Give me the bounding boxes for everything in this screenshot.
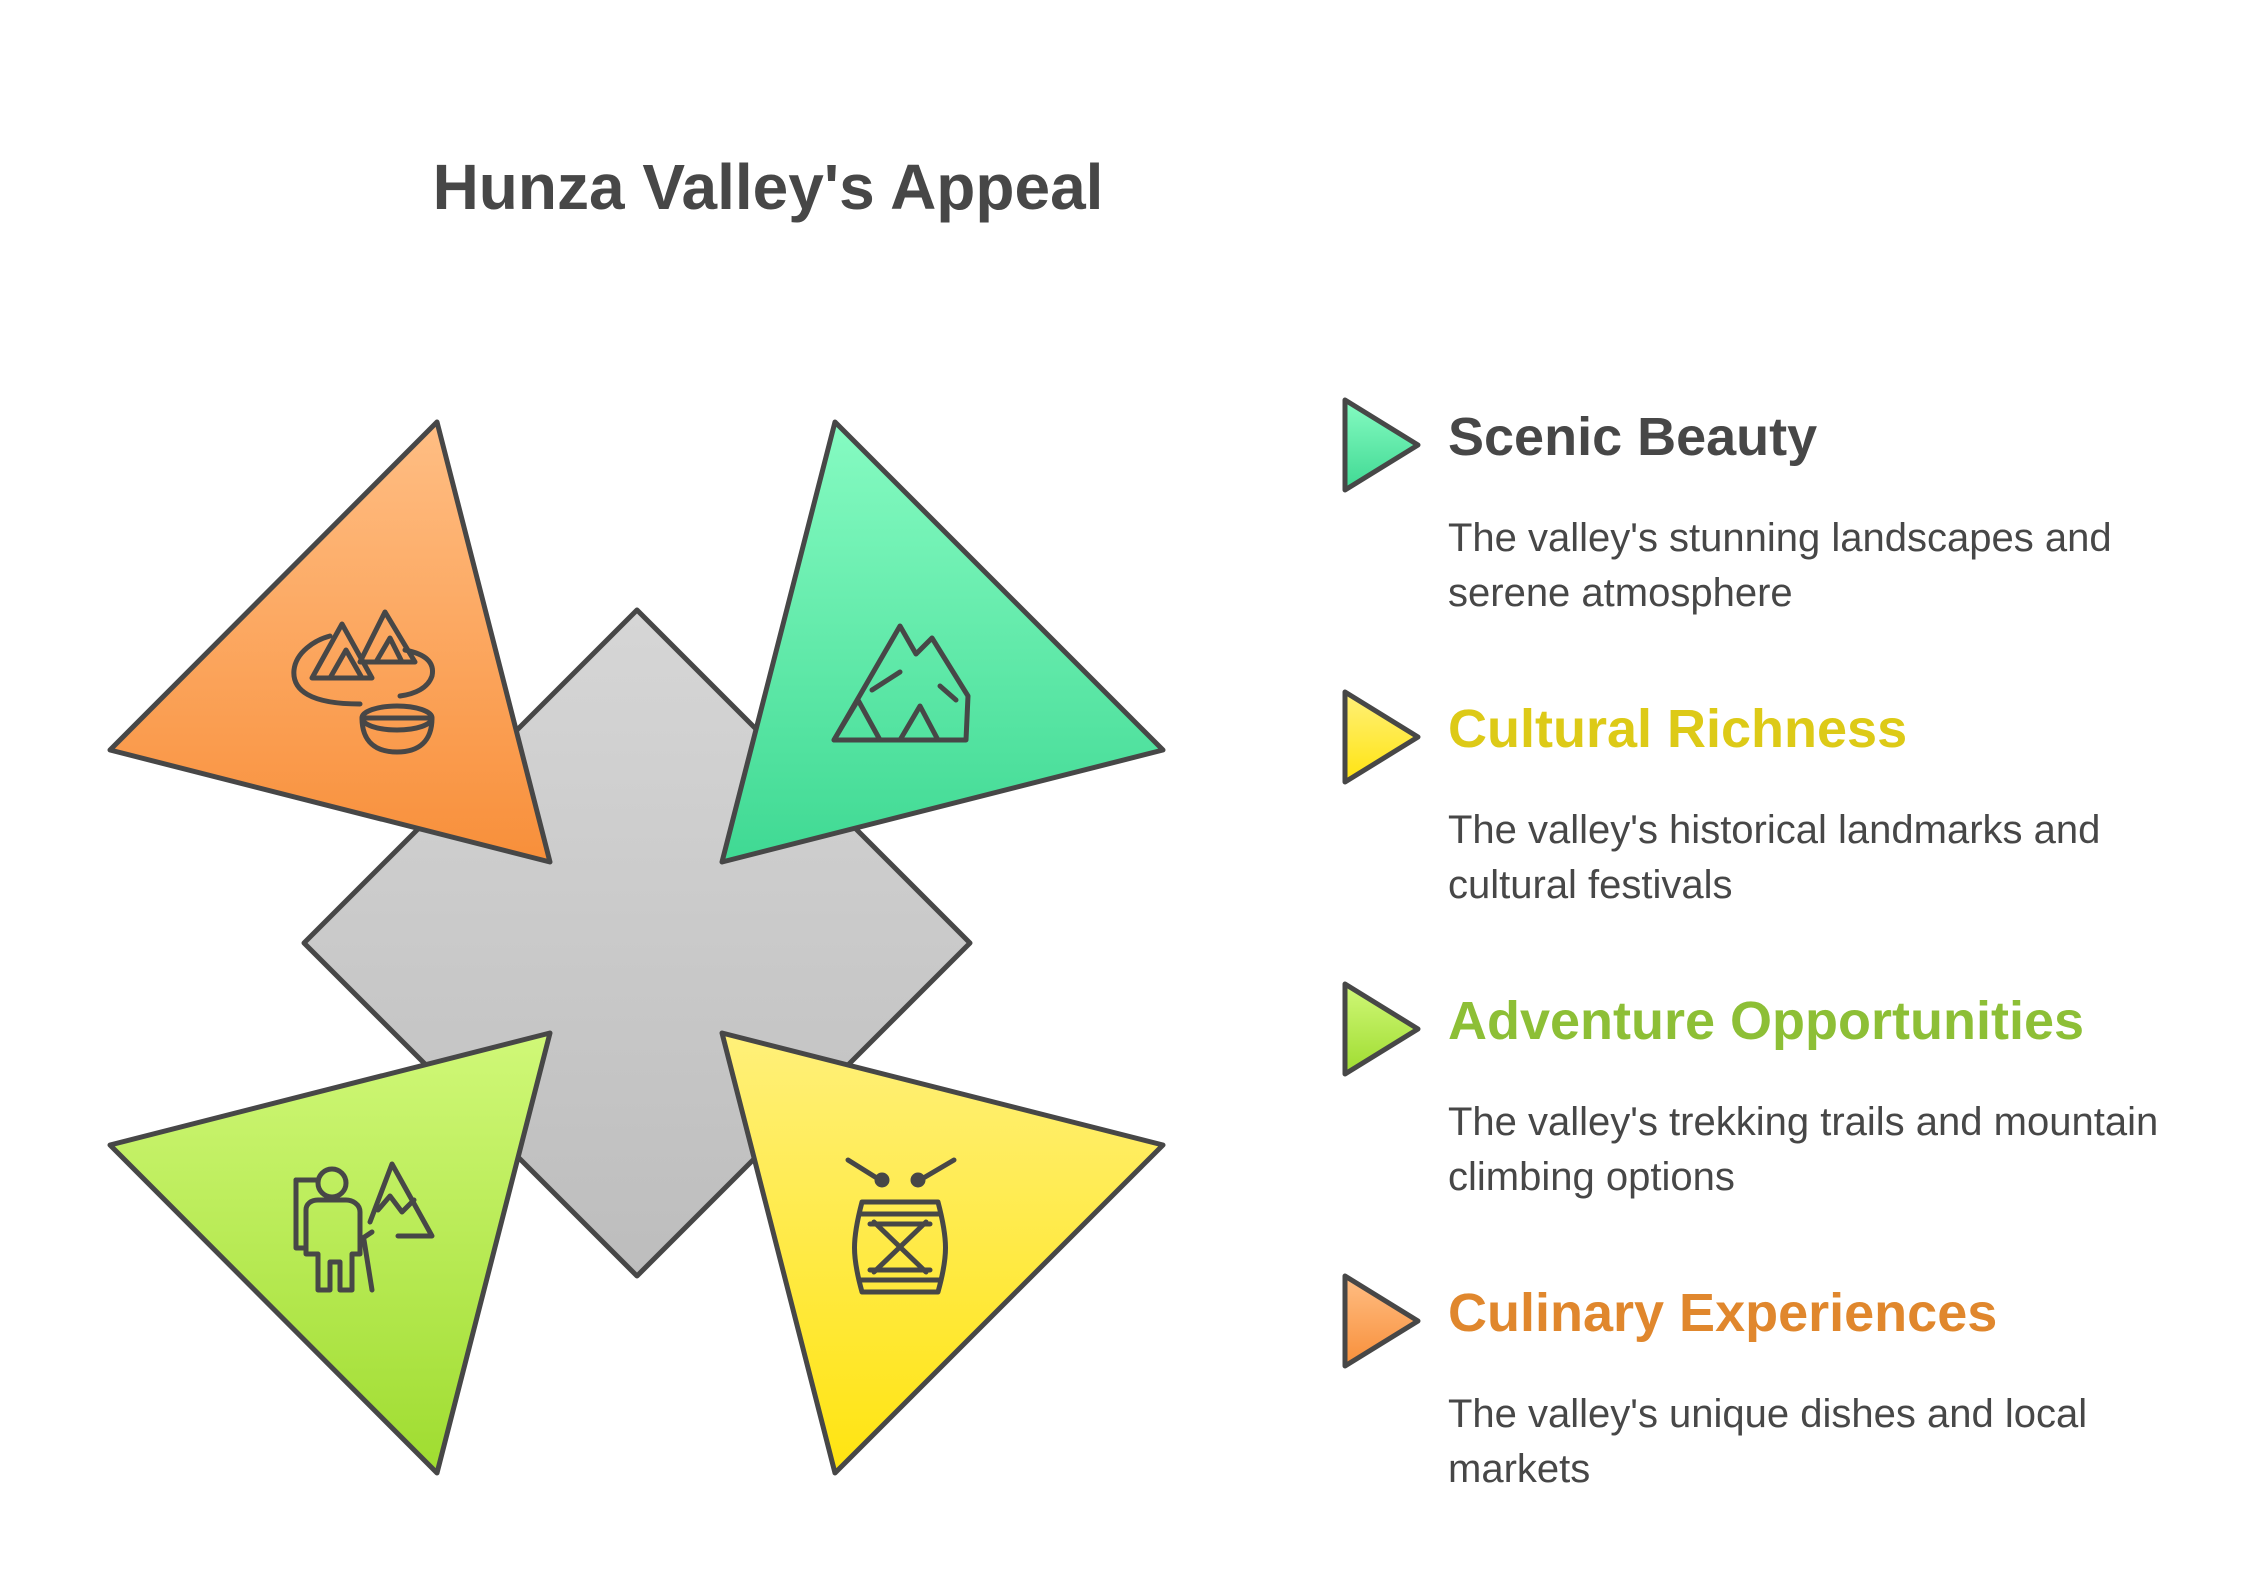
cultural-richness-description: The valley's historical landmarks and cu… [1448, 808, 2101, 907]
scenic-triangle [719, 419, 1166, 865]
adventure-bullet-triangle [1342, 981, 1421, 1077]
mountain-icon [831, 623, 971, 743]
drum-icon [845, 1157, 957, 1295]
cultural-richness-heading: Cultural Richness [1448, 699, 1908, 759]
adventure-opportunities-heading: Adventure Opportunities [1448, 991, 2085, 1051]
adventure-opportunities-description: The valley's trekking trails and mountai… [1448, 1100, 2159, 1199]
culinary-bullet-triangle [1342, 1273, 1421, 1369]
page-title: Hunza Valley's Appeal [432, 151, 1104, 223]
culinary-experiences-description: The valley's unique dishes and local mar… [1448, 1392, 2088, 1491]
scenic-beauty-description: The valley's stunning landscapes and ser… [1448, 516, 2112, 615]
cultural-triangle [719, 1030, 1166, 1476]
hiker-icon [293, 1161, 435, 1293]
adventure-triangle [107, 1030, 553, 1476]
scenic-beauty-heading: Scenic Beauty [1448, 407, 1818, 467]
scenic-bullet-triangle [1342, 397, 1421, 493]
culinary-experiences-heading: Culinary Experiences [1448, 1283, 1998, 1343]
cultural-bullet-triangle [1342, 689, 1421, 785]
food-bowl-icon [291, 609, 436, 755]
